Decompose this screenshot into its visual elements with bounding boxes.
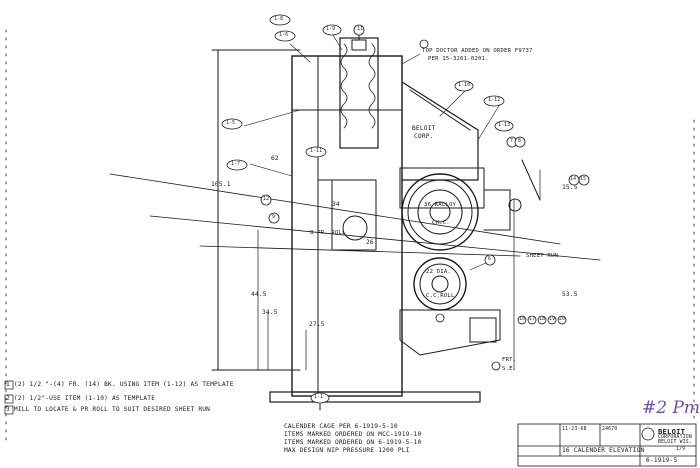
title-date: 11-23-68 xyxy=(562,427,587,432)
dim-445: 44.5 xyxy=(251,291,267,298)
callout-18: 18 xyxy=(539,317,546,322)
lower-roll-label: 22 DIA. xyxy=(426,269,451,275)
handwritten-note: #2 Pm. xyxy=(642,398,700,418)
bottom-note-2: ITEMS MARKED ORDERED ON MCC-1919-10 xyxy=(284,431,422,438)
bottom-note-1: CALENDER CAGE PER 6-1919-5-10 xyxy=(284,423,398,430)
dim-34: 34 xyxy=(332,201,340,208)
drawing-linework xyxy=(5,27,695,441)
callout-1-13: 1-13 xyxy=(498,123,511,128)
title-company: BELOIT xyxy=(658,427,686,436)
callout-16: 16 xyxy=(519,317,526,322)
upper-roll-label-2: CH.C. xyxy=(432,220,450,226)
callout-7: 8 xyxy=(518,139,522,144)
callout-1-12: 1-12 xyxy=(488,98,501,103)
note-2: 2 (2) 1/2"-USE ITEM (1-10) AS TEMPLATE xyxy=(6,395,156,402)
callout-1-11: 1-11 xyxy=(310,149,323,154)
callout-1-5: 1-5 xyxy=(226,121,236,126)
callout-1-6: 1-6 xyxy=(279,33,289,38)
lower-roll-label-2: C.C.ROLL xyxy=(426,293,455,299)
callout-19: 19 xyxy=(549,317,556,322)
dim-26: 26 xyxy=(366,239,374,246)
callout-11: 11 xyxy=(357,27,364,32)
bottom-note-3: ITEMS MARKED ORDERED ON 6-1919-5-10 xyxy=(284,439,422,446)
callout-20: 20 xyxy=(559,317,566,322)
note-3: 3 MILL TO LOCATE & PR ROLL TO SUIT DESIR… xyxy=(6,406,211,413)
callout-15: 15 xyxy=(580,177,587,182)
title-company-sub: CORPORATION xyxy=(658,435,692,440)
note-number-boxes xyxy=(4,380,14,415)
title-sheet: 1/9 xyxy=(676,447,686,452)
dim-62: 62 xyxy=(271,155,279,162)
callout-1-8: 1-8 xyxy=(274,17,284,22)
sheet-run-label: SHEET RUN xyxy=(526,253,559,259)
callout-6: 7 xyxy=(510,139,514,144)
callout-5: 6 xyxy=(488,257,492,262)
bottom-note-4: MAX DESIGN NIP PRESSURE 1200 PLI xyxy=(284,447,410,454)
title-company-sub-2: BELOIT WIS. xyxy=(658,440,692,445)
top-doctor-note: TOP DOCTOR ADDED ON ORDER F9737 xyxy=(422,48,533,54)
dim-15: 15.5 xyxy=(562,184,578,191)
callout-9: 9 xyxy=(272,215,276,220)
callout-17: 17 xyxy=(529,317,536,322)
upper-roll-label: 36 KALLOY xyxy=(424,202,457,208)
title-order: 24670 xyxy=(602,427,618,432)
pr-roll-label: 8 PR. ROLL xyxy=(310,230,346,236)
callout-1-10: 1-10 xyxy=(458,83,471,88)
callout-12: 12 xyxy=(263,197,270,202)
se-label: S.E. xyxy=(502,366,517,372)
callout-bubbles xyxy=(221,14,590,404)
dim-275: 27.5 xyxy=(309,321,325,328)
callout-1-7: 1-7 xyxy=(231,162,241,167)
title-drawing-number: 6-1919-5 xyxy=(646,457,678,464)
dim-345: 34.5 xyxy=(262,309,278,316)
dim-105: 105.1 xyxy=(211,181,231,188)
callout-1-9: 1-9 xyxy=(326,27,336,32)
note-1: 1 (2) 1/2 "-(4) FR. (14) BK. USING ITEM … xyxy=(6,381,234,388)
title-drawing-name: 16 CALENDER ELEVATION xyxy=(562,447,645,454)
dim-535: 53.5 xyxy=(562,291,578,298)
beloit-box-label: BELOIT xyxy=(412,125,436,132)
top-doctor-note-2: PER 15-3261-0201. xyxy=(428,56,489,62)
title-block-lines xyxy=(517,423,697,467)
callout-1-1: 1-1 xyxy=(314,395,324,400)
frt-label: FRT. xyxy=(502,357,517,363)
callout-14: 14 xyxy=(570,177,577,182)
beloit-box-label-2: CORP. xyxy=(414,133,434,140)
